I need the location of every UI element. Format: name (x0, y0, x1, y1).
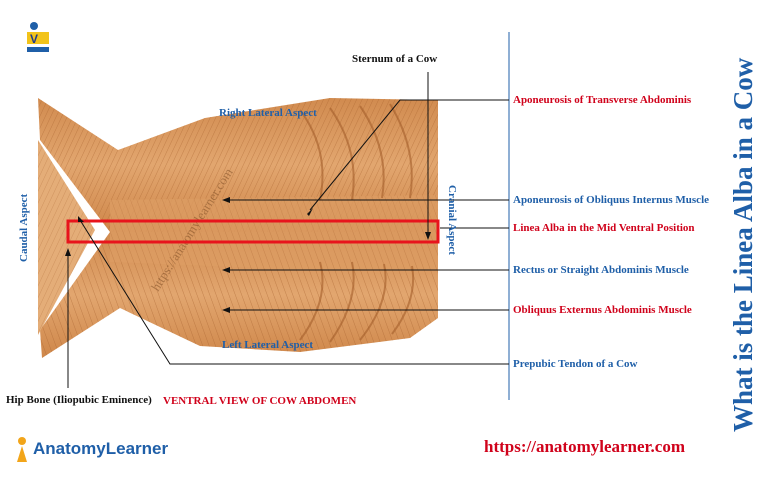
linea-alba-highlight (66, 219, 440, 244)
label-hip-bone: Hip Bone (Iliopubic Eminence) (6, 394, 152, 406)
leader-lines (65, 72, 509, 388)
label-linea-alba: Linea Alba in the Mid Ventral Position (513, 222, 695, 234)
label-left-lateral-aspect: Left Lateral Aspect (222, 339, 314, 351)
svg-text:V: V (30, 32, 38, 46)
logo-icon: V (27, 22, 49, 52)
brand-person-icon (17, 437, 27, 462)
site-url[interactable]: https://anatomylearner.com (484, 437, 685, 456)
label-right-lateral-aspect: Right Lateral Aspect (219, 107, 317, 119)
small-logo: V (26, 20, 52, 54)
label-aponeurosis-transverse: Aponeurosis of Transverse Abdominis (513, 94, 692, 106)
label-caudal-aspect: Caudal Aspect (18, 193, 30, 262)
caption: VENTRAL VIEW OF COW ABDOMEN (163, 395, 357, 407)
brand-name: AnatomyLearner (33, 439, 169, 458)
label-aponeurosis-obliquus-internus: Aponeurosis of Obliquus Internus Muscle (513, 194, 710, 206)
label-obliquus-externus: Obliquus Externus Abdominis Muscle (513, 304, 692, 316)
label-cranial-aspect: Cranial Aspect (446, 185, 458, 255)
page-title: What is the Linea Alba in a Cow (728, 57, 758, 432)
label-sternum: Sternum of a Cow (352, 53, 438, 65)
abdomen-illustration: https://anatomylearner.com (38, 98, 438, 358)
brand-logo: AnatomyLearner (14, 436, 168, 462)
label-prepubic-tendon: Prepubic Tendon of a Cow (513, 358, 638, 370)
label-rectus: Rectus or Straight Abdominis Muscle (513, 264, 689, 276)
